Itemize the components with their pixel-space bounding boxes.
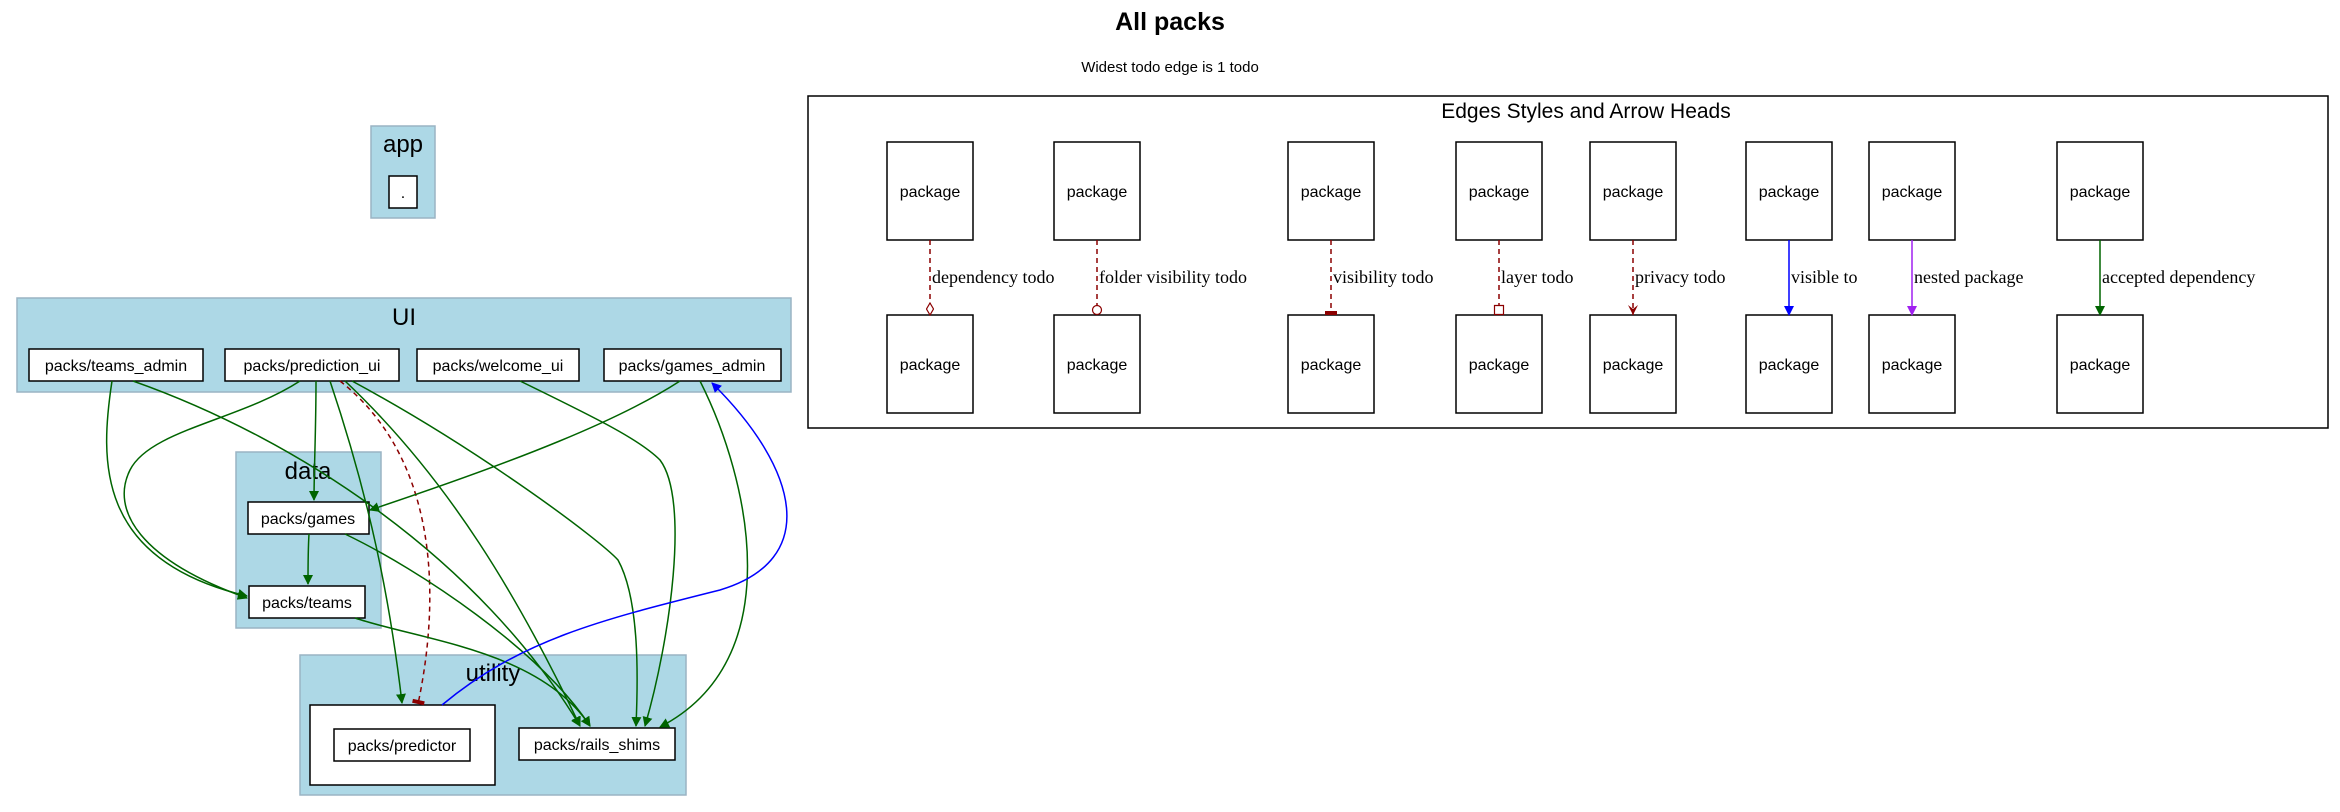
cluster-app: app . xyxy=(370,125,436,219)
legend-visible-to-label: visible to xyxy=(1791,267,1858,287)
cluster-data-label: data xyxy=(285,458,332,485)
cluster-utility: utility packs/predictor packs/rails_shim… xyxy=(299,654,687,796)
legend-nested-package-top-package-label: package xyxy=(1882,184,1943,201)
legend-nested-package-label: nested package xyxy=(1914,267,2023,287)
package-node-predictor-label: packs/predictor xyxy=(348,738,457,755)
legend-layer-todo-bottom-package: package xyxy=(1455,314,1543,414)
legend-visible-to-bottom-package: package xyxy=(1745,314,1833,414)
edge-prediction-ui-to-rails-shims-alt xyxy=(351,380,642,727)
legend-visibility-todo-top-package-label: package xyxy=(1301,184,1362,201)
legend-visible-to-top-package-label: package xyxy=(1759,184,1820,201)
edge-welcome-ui-to-rails-shims xyxy=(519,380,676,727)
legend-layer-todo-top-package: package xyxy=(1455,141,1543,241)
legend-nested-package-top-package: package xyxy=(1868,141,1956,241)
package-node-rails-shims[interactable]: packs/rails_shims xyxy=(518,727,676,761)
package-node-teams-admin-label: packs/teams_admin xyxy=(45,358,187,375)
legend-dependency-todo-top-package: package xyxy=(886,141,974,241)
package-node-root-label: . xyxy=(401,185,405,202)
edge-prediction-ui-to-predictor xyxy=(329,380,406,704)
legend-privacy-todo-top-package: package xyxy=(1589,141,1677,241)
cluster-app-label: app xyxy=(383,131,423,158)
legend-title: Edges Styles and Arrow Heads xyxy=(1441,100,1731,123)
package-node-prediction-ui-label: packs/prediction_ui xyxy=(244,358,381,375)
legend: Edges Styles and Arrow Heads packagepack… xyxy=(807,95,2329,429)
legend-folder-visibility-todo-bottom-package-label: package xyxy=(1067,357,1128,374)
package-node-rails-shims-label: packs/rails_shims xyxy=(534,737,660,754)
legend-items: package package dependency todo package pack… xyxy=(886,141,2255,414)
package-node-games-label: packs/games xyxy=(261,511,355,528)
legend-visibility-todo-top-package: package xyxy=(1287,141,1375,241)
legend-privacy-todo-bottom-package: package xyxy=(1589,314,1677,414)
package-node-games[interactable]: packs/games xyxy=(247,501,370,535)
legend-visibility-todo-bottom-package: package xyxy=(1287,314,1375,414)
legend-folder-visibility-todo-top-package: package xyxy=(1053,141,1141,241)
legend-visible-to-top-package: package xyxy=(1745,141,1833,241)
legend-folder-visibility-todo-bottom-package: package xyxy=(1053,314,1141,414)
package-node-root[interactable]: . xyxy=(388,175,418,209)
package-node-teams-admin[interactable]: packs/teams_admin xyxy=(28,348,204,382)
legend-visible-to-bottom-package-label: package xyxy=(1759,357,1820,374)
legend-folder-visibility-todo-top-package-label: package xyxy=(1067,184,1128,201)
legend-nested-package-bottom-package: package xyxy=(1868,314,1956,414)
edge-prediction-ui-to-games xyxy=(309,380,320,501)
legend-dependency-todo-bottom-package: package xyxy=(886,314,974,414)
edge-teams-to-rails-shims xyxy=(354,617,591,727)
cluster-ui-label: UI xyxy=(392,304,416,331)
edge-games-to-rails-shims xyxy=(344,533,591,727)
edge-games-admin-to-rails-shims xyxy=(659,380,749,728)
edge-predictor-visible-to-games-admin xyxy=(441,382,788,706)
package-node-games-admin[interactable]: packs/games_admin xyxy=(603,348,782,382)
legend-nested-package-bottom-package-label: package xyxy=(1882,357,1943,374)
legend-privacy-todo-bottom-package-label: package xyxy=(1603,357,1664,374)
package-node-welcome-ui[interactable]: packs/welcome_ui xyxy=(416,348,580,382)
edge-games-to-teams xyxy=(303,533,314,585)
legend-layer-todo-label: layer todo xyxy=(1501,267,1573,287)
legend-dependency-todo-bottom-package-label: package xyxy=(900,357,961,374)
edge-teams-admin-to-teams xyxy=(105,380,248,599)
legend-accepted-dependency-bottom-package: package xyxy=(2056,314,2144,414)
edge-prediction-ui-to-rails-shims xyxy=(344,380,581,727)
cluster-ui: UI packs/teams_admin packs/prediction_ui… xyxy=(16,297,792,393)
legend-folder-visibility-todo-label: folder visibility todo xyxy=(1099,267,1247,287)
edge-prediction-ui-to-predictor-todo xyxy=(339,380,431,706)
package-node-teams[interactable]: packs/teams xyxy=(248,585,366,619)
package-node-games-admin-label: packs/games_admin xyxy=(619,358,766,375)
diagram-title: All packs xyxy=(1115,8,1225,36)
edge-prediction-ui-to-teams xyxy=(123,380,301,600)
legend-dependency-todo-top-package-label: package xyxy=(900,184,961,201)
legend-privacy-todo-top-package-label: package xyxy=(1603,184,1664,201)
legend-visibility-todo-bottom-package-label: package xyxy=(1301,357,1362,374)
package-node-teams-label: packs/teams xyxy=(262,595,352,612)
diagram-subtitle: Widest todo edge is 1 todo xyxy=(1081,59,1259,76)
package-node-welcome-ui-label: packs/welcome_ui xyxy=(433,358,564,375)
package-node-predictor[interactable]: packs/predictor xyxy=(333,728,471,762)
legend-privacy-todo-label: privacy todo xyxy=(1635,267,1725,287)
legend-accepted-dependency-bottom-package-label: package xyxy=(2070,357,2131,374)
legend-layer-todo-top-package-label: package xyxy=(1469,184,1530,201)
package-node-prediction-ui[interactable]: packs/prediction_ui xyxy=(224,348,400,382)
edge-teams-admin-to-rails-shims xyxy=(132,380,581,727)
legend-dependency-todo-label: dependency todo xyxy=(932,267,1054,287)
legend-visibility-todo-label: visibility todo xyxy=(1333,267,1434,287)
legend-accepted-dependency-top-package: package xyxy=(2056,141,2144,241)
legend-accepted-dependency-label: accepted dependency xyxy=(2102,267,2255,287)
legend-accepted-dependency-top-package-label: package xyxy=(2070,184,2131,201)
legend-layer-todo-bottom-package-label: package xyxy=(1469,357,1530,374)
edge-games-admin-to-games xyxy=(369,380,681,512)
